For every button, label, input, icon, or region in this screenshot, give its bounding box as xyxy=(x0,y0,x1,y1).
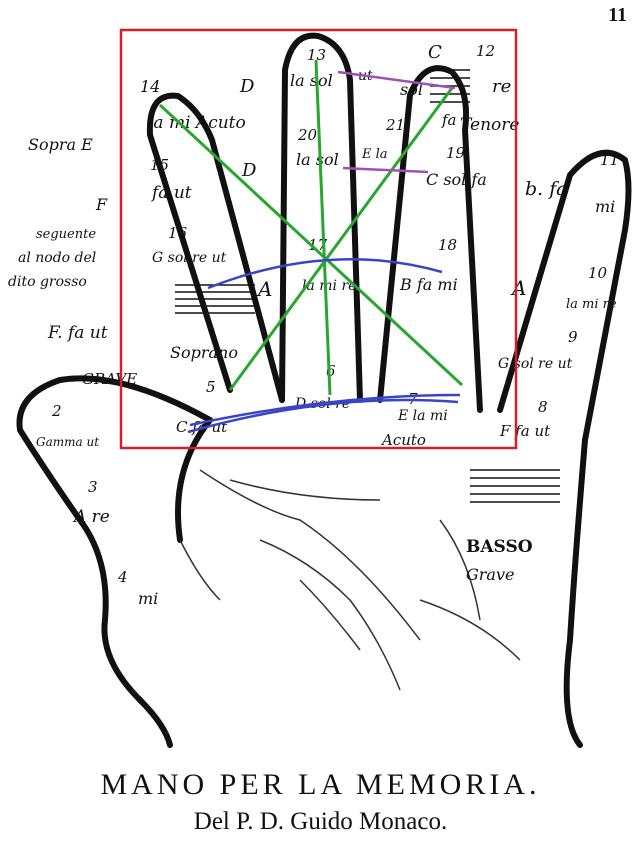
label-n12: 12 xyxy=(476,42,495,60)
label-n9: 9 xyxy=(568,328,578,346)
label-e-la: E la xyxy=(361,147,388,162)
label-a-re: A re xyxy=(72,507,110,527)
label-n8: 8 xyxy=(538,398,548,416)
label-a-right: A xyxy=(510,276,526,300)
label-re: re xyxy=(492,76,511,97)
label-fa: fa xyxy=(441,111,457,129)
label-n15: 15 xyxy=(150,156,169,174)
label-e-la-mi: E la mi xyxy=(397,408,448,424)
label-d-mid: D xyxy=(241,160,257,181)
label-soprano: Soprano xyxy=(170,343,238,362)
label-n18: 18 xyxy=(438,236,457,254)
label-f-side: F xyxy=(95,195,108,214)
short-line-top xyxy=(338,72,455,88)
label-f-faut: F. fa ut xyxy=(47,323,108,343)
label-la-sol-mid: la sol xyxy=(296,150,339,169)
label-n21: 21 xyxy=(385,116,405,134)
vertical-line xyxy=(316,60,330,395)
hand-outline xyxy=(20,36,629,745)
label-acuto: Acuto xyxy=(380,431,426,449)
label-fa-ut: fa ut xyxy=(150,183,192,203)
label-n5: 5 xyxy=(206,378,216,396)
label-n2: 2 xyxy=(51,402,62,420)
label-al-nodo: al nodo del xyxy=(18,250,96,266)
label-basso: BASSO xyxy=(466,537,533,557)
label-b-fa-mi: B fa mi xyxy=(399,275,458,294)
label-la-sol-top: la sol xyxy=(290,71,333,90)
label-tenore: Tenore xyxy=(460,115,519,135)
label-b-fa: b. fa xyxy=(525,178,568,200)
label-grave: GRAVE xyxy=(82,370,137,388)
label-dito-grosso: dito grosso xyxy=(8,274,87,290)
label-b-mi: mi xyxy=(138,589,158,608)
label-mi: mi xyxy=(595,197,615,216)
page-number: 11 xyxy=(608,4,627,27)
caption-title: MANO PER LA MEMORIA. xyxy=(0,768,641,802)
label-n10: 10 xyxy=(588,264,608,282)
label-n20: 20 xyxy=(297,126,318,144)
label-c-top: C xyxy=(428,42,442,63)
label-la-mi-acuto: la mi Acuto xyxy=(148,113,246,133)
label-gamma-ut: Gamma ut xyxy=(36,435,99,449)
label-soprano-e: Sopra E xyxy=(28,135,93,154)
staff-basso xyxy=(470,470,560,502)
label-seguente: seguente xyxy=(36,227,96,242)
label-n14: 14 xyxy=(140,77,160,96)
label-a-mid: A xyxy=(256,277,272,301)
label-c-solfa: C sol fa xyxy=(426,170,487,189)
label-n11: 11 xyxy=(600,151,619,169)
label-n4: 4 xyxy=(117,568,128,586)
label-g-sol-re-ut: G sol re ut xyxy=(498,356,573,372)
label-n19: 19 xyxy=(446,144,466,162)
caption-subtitle: Del P. D. Guido Monaco. xyxy=(0,808,641,836)
label-d-top: D xyxy=(239,76,255,97)
staff-soprano xyxy=(175,285,255,313)
label-f-fa-ut: F fa ut xyxy=(499,422,551,440)
label-g-solreut: G sol re ut xyxy=(152,250,227,266)
label-n3: 3 xyxy=(88,478,98,496)
label-n16: 16 xyxy=(168,224,188,242)
label-la-mi-re-right: la mi re xyxy=(566,297,617,312)
label-grave-low: Grave xyxy=(466,565,514,584)
